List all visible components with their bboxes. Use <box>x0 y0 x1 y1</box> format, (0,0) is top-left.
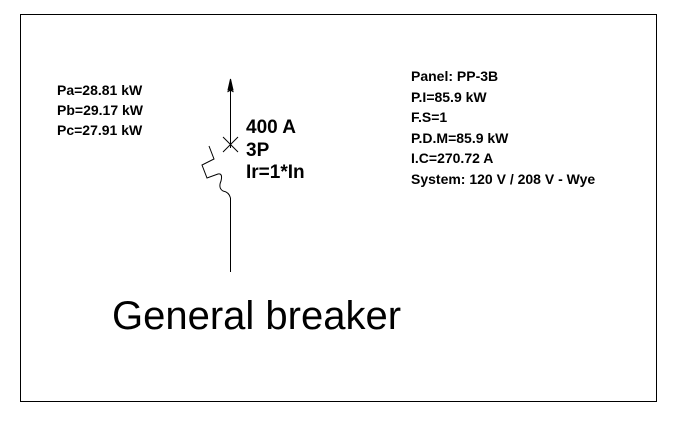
calculated-current: I.C=270.72 A <box>411 150 494 166</box>
arrow-icon <box>227 78 234 91</box>
breaker-x-mark-b <box>222 136 239 153</box>
phase-b-load: Pb=29.17 kW <box>57 102 143 118</box>
simultaneity-factor: F.S=1 <box>411 109 448 125</box>
max-demand-power: P.D.M=85.9 kW <box>411 129 509 146</box>
panel-name: Panel: PP-3B <box>411 68 499 84</box>
phase-a-load: Pa=28.81 kW <box>57 82 143 98</box>
arrow-base <box>227 90 234 93</box>
breaker-setting: Ir=1*In <box>246 162 305 183</box>
installed-power: P.I=85.9 kW <box>411 88 487 105</box>
breaker-poles: 3P <box>246 139 270 161</box>
phase-c-load: Pc=27.91 kW <box>57 122 143 138</box>
breaker-contact-zigzag <box>201 145 231 199</box>
breaker-current: 400 A <box>246 117 296 138</box>
phase-loads: Pa=28.81 kW Pb=29.17 kW Pc=27.91 kW <box>57 80 143 140</box>
breaker-rating: 400 A 3P Ir=1*In <box>246 117 305 185</box>
diagram-frame <box>20 14 657 402</box>
system-voltage: System: 120 V / 208 V - Wye <box>411 170 596 187</box>
diagram-title: General breaker <box>112 294 402 338</box>
panel-info: Panel: PP-3B P.I=85.9 kW F.S=1 P.D.M=85.… <box>411 66 595 189</box>
